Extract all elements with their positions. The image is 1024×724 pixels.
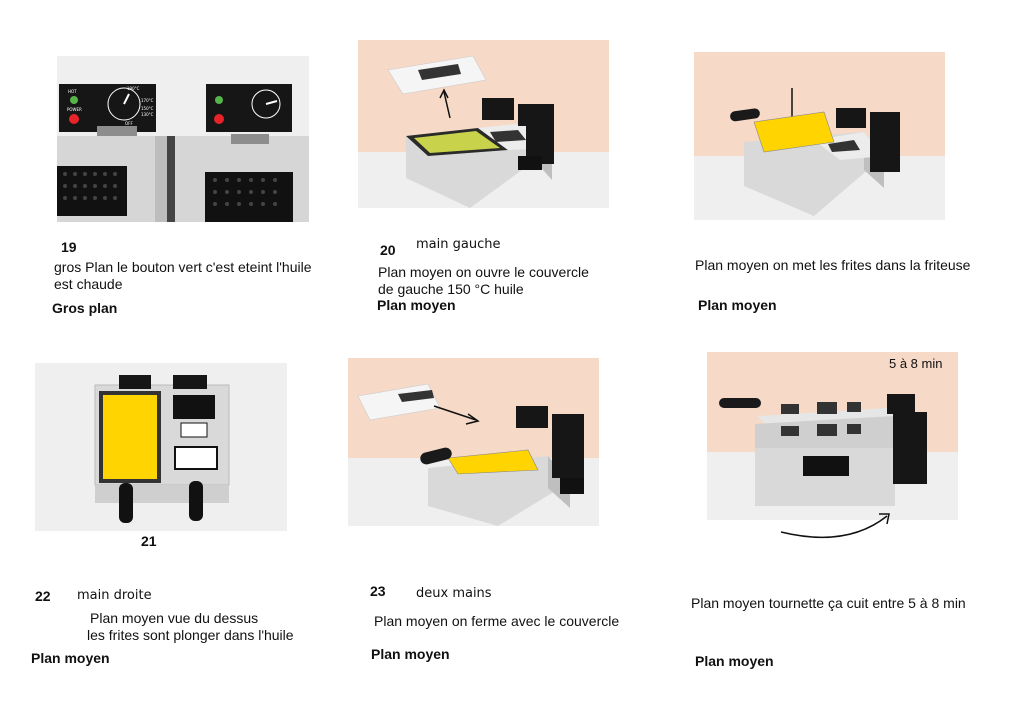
storyboard-frame-turntable: 5 à 8 min [707, 352, 958, 548]
shot-19-description-line-2: est chaude [54, 276, 123, 292]
label-dial-170: 170°C [141, 98, 154, 103]
shot-20-description-line-1: Plan moyen on ouvre le couvercle [378, 264, 589, 280]
shot-20-hand: main gauche [416, 237, 501, 252]
shot-turntable-type: Plan moyen [695, 653, 774, 669]
shot-number-22: 22 [35, 588, 51, 604]
storyboard-frame-21 [35, 363, 287, 531]
shot-turntable-description: Plan moyen tournette ça cuit entre 5 à 8… [691, 595, 966, 611]
storyboard-frame-fries-in [694, 52, 945, 220]
shot-23-type: Plan moyen [371, 646, 450, 662]
shot-19-description-line-1: gros Plan le bouton vert c'est eteint l'… [54, 259, 312, 275]
shot-22-hand: main droite [77, 588, 152, 603]
shot-22-type: Plan moyen [31, 650, 110, 666]
storyboard-frame-20 [358, 40, 609, 208]
shot-22-description-line-2: les frites sont plonger dans l'huile [87, 627, 294, 643]
shot-23-description: Plan moyen on ferme avec le couvercle [374, 613, 620, 629]
shot-20-description-line-2: de gauche 150 °C huile [378, 281, 524, 297]
label-dial-190: 190°C [127, 86, 140, 91]
shot-number-20: 20 [380, 242, 396, 258]
shot-fries-in-description: Plan moyen on met les frites dans la fri… [695, 257, 971, 273]
shot-22-description-line-1: Plan moyen vue du dessus [90, 610, 259, 626]
shot-20-type: Plan moyen [377, 297, 456, 313]
shot-19-type: Gros plan [52, 300, 118, 316]
shot-number-19: 19 [61, 239, 77, 255]
duration-note: 5 à 8 min [889, 356, 942, 371]
shot-fries-in-type: Plan moyen [698, 297, 777, 313]
label-dial-150: 150°C [141, 106, 154, 111]
storyboard-frame-23 [348, 358, 599, 526]
shot-23-hand: deux mains [416, 586, 492, 601]
label-power: POWER [67, 107, 82, 112]
label-hot: HOT [68, 89, 77, 94]
label-dial-130: 130°C [141, 112, 154, 117]
shot-number-23: 23 [370, 583, 386, 599]
storyboard-frame-19: HOT POWER 190°C 170°C 150°C 130°C OFF [57, 56, 309, 222]
shot-number-21: 21 [141, 533, 157, 549]
label-dial-off: OFF [125, 121, 133, 126]
